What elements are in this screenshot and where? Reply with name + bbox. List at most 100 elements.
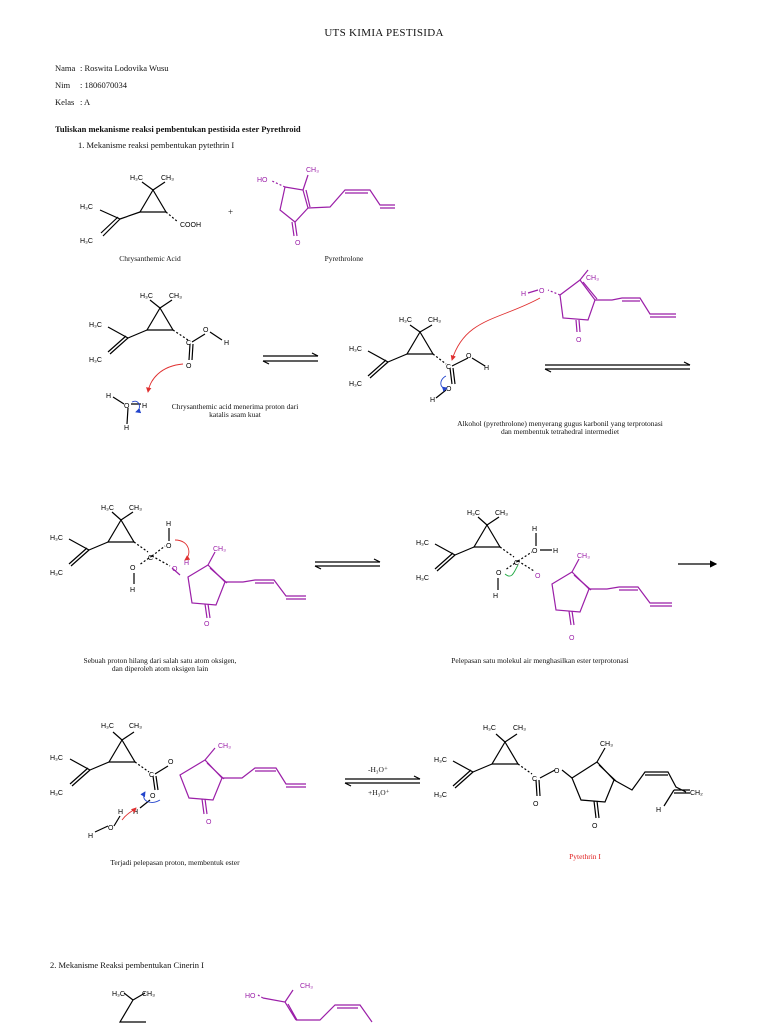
chem-label: H <box>553 548 558 555</box>
caption-step1-line1: Chrysanthemic acid menerima proton dari <box>171 402 299 411</box>
nim-label: Nim <box>55 80 71 90</box>
chem-label: H₃C <box>130 175 143 182</box>
chem-label: H <box>656 807 661 814</box>
caption-step4: Pelepasan satu molekul air menghasilkan … <box>451 656 629 665</box>
chem-label: H₃C <box>89 357 102 364</box>
chem-label: H <box>484 365 489 372</box>
chem-label: O <box>535 573 541 580</box>
chem-label: CH₂ <box>690 790 703 797</box>
caption-step1-line2: katalis asam kuat <box>209 410 261 419</box>
chem-label: CH₃ <box>577 553 590 560</box>
kelas-label: Kelas <box>55 97 75 107</box>
chem-label: H₃C <box>416 575 429 582</box>
chem-label: O <box>172 566 178 573</box>
chem-label: O <box>168 759 174 766</box>
protonation-reactant: H₃C CH₃ H₃C H₃C C O H O H O H H <box>89 293 229 432</box>
chem-label: O <box>150 793 156 800</box>
pyrethrin-i-product: H₃C CH₃ H₃C H₃C C O O CH₃ O CH₂ H <box>434 725 703 830</box>
chem-label: CH₃ <box>129 723 142 730</box>
equilibrium-minus-label: -H₃O⁺ <box>368 765 388 774</box>
chem-label: CH₃ <box>129 505 142 512</box>
question-heading: Tuliskan mekanisme reaksi pembentukan pe… <box>55 124 301 134</box>
caption-step3-line1: Sebuah proton hilang dari salah satu ato… <box>83 656 237 665</box>
chem-label: H₃C <box>483 725 496 732</box>
chem-label: H₃C <box>434 757 447 764</box>
cinerin-reactants-partial: H₃C CH₃ HO CH₃ <box>112 983 373 1023</box>
chem-label: H <box>184 560 189 567</box>
chem-label: O <box>204 621 210 628</box>
kelas-value: : A <box>80 97 91 107</box>
chem-label: O <box>295 240 301 247</box>
caption-step2-line2: dan membentuk tetrahedral intermediet <box>500 427 620 436</box>
caption-step2-line1: Alkohol (pyrethrolone) menyerang gugus k… <box>457 419 663 428</box>
chem-label: C <box>514 560 519 567</box>
chem-label: O <box>533 801 539 808</box>
chem-label: COOH <box>180 222 201 229</box>
chem-label: O <box>166 543 172 550</box>
chem-label: C <box>148 555 153 562</box>
chem-label: H₃C <box>80 204 93 211</box>
chem-label: CH₃ <box>600 741 613 748</box>
protonated-acid-structure: H₃C CH₃ H₃C H₃C C O H O H <box>349 317 489 404</box>
chem-label: CH₃ <box>161 175 174 182</box>
chem-label: CH₃ <box>213 546 226 553</box>
page-title: UTS KIMIA PESTISIDA <box>324 27 444 39</box>
chem-label: CH₃ <box>495 510 508 517</box>
chem-label: H₃C <box>434 792 447 799</box>
chem-label: H <box>493 593 498 600</box>
chem-label: H <box>142 403 147 410</box>
nim-value: : 1806070034 <box>80 80 127 90</box>
chem-label: O <box>108 825 114 832</box>
chem-label: H₃C <box>101 723 114 730</box>
chem-label: H <box>430 397 435 404</box>
chem-label: HO <box>257 177 268 184</box>
chem-label: O <box>554 768 560 775</box>
caption-chrysanthemic: Chrysanthemic Acid <box>119 254 181 263</box>
equilibrium-arrow <box>262 352 319 365</box>
chem-label: CH₃ <box>300 983 313 990</box>
equilibrium-arrow-h3o <box>344 775 421 787</box>
tetrahedral-intermediate-1: H₃C CH₃ H₃C H₃C C O H O H O CH₃ O H <box>50 505 306 628</box>
nama-value: : Roswita Lodovika Wusu <box>80 63 169 73</box>
chem-label: C <box>446 364 451 371</box>
chem-label: O <box>130 565 136 572</box>
chem-label: CH₃ <box>513 725 526 732</box>
chem-label: O <box>203 327 209 334</box>
chem-label: O <box>592 823 598 830</box>
chem-label: H₃C <box>101 505 114 512</box>
equilibrium-arrow <box>314 558 381 570</box>
chem-label: C <box>149 772 154 779</box>
pyrethrolone-structure: HO CH₃ O <box>257 167 395 247</box>
chem-label: H₃C <box>399 317 412 324</box>
pyrethrolone-attacking: H O CH₃ O <box>450 269 676 361</box>
chem-label: H <box>532 526 537 533</box>
chem-label: O <box>539 288 545 295</box>
chem-label: CH₃ <box>169 293 182 300</box>
tetrahedral-intermediate-2: H₃C CH₃ H₃C H₃C C O H H O H O CH₃ O <box>416 510 672 642</box>
chem-label: O <box>446 386 452 393</box>
chem-label: H₃C <box>50 535 63 542</box>
chem-label: CH₃ <box>142 991 155 998</box>
chem-label: H <box>130 587 135 594</box>
protonated-ester-structure: H₃C CH₃ H₃C H₃C C O O H H O H CH₃ O <box>50 723 306 840</box>
chem-label: O <box>186 363 192 370</box>
equilibrium-arrow <box>544 361 691 373</box>
chrysanthemic-acid-structure: H₃C CH₃ H₃C H₃C COOH <box>80 175 201 245</box>
chem-label: CH₃ <box>586 275 599 282</box>
section2-heading: 2. Mekanisme Reaksi pembentukan Cinerin … <box>50 960 204 970</box>
chem-label: H₃C <box>50 755 63 762</box>
chem-label: CH₃ <box>306 167 319 174</box>
chem-label: H <box>521 291 526 298</box>
chem-label: O <box>206 819 212 826</box>
nama-label: Nama <box>55 63 76 73</box>
chem-label: H₃C <box>349 381 362 388</box>
chem-label: O <box>576 337 582 344</box>
chem-label: H₃C <box>467 510 480 517</box>
chem-label: H <box>166 521 171 528</box>
chem-label: H₃C <box>89 322 102 329</box>
chem-label: H₃C <box>140 293 153 300</box>
chem-label: CH₃ <box>428 317 441 324</box>
chem-label: O <box>466 353 472 360</box>
caption-step3-line2: dan diperoleh atom oksigen lain <box>111 664 209 673</box>
